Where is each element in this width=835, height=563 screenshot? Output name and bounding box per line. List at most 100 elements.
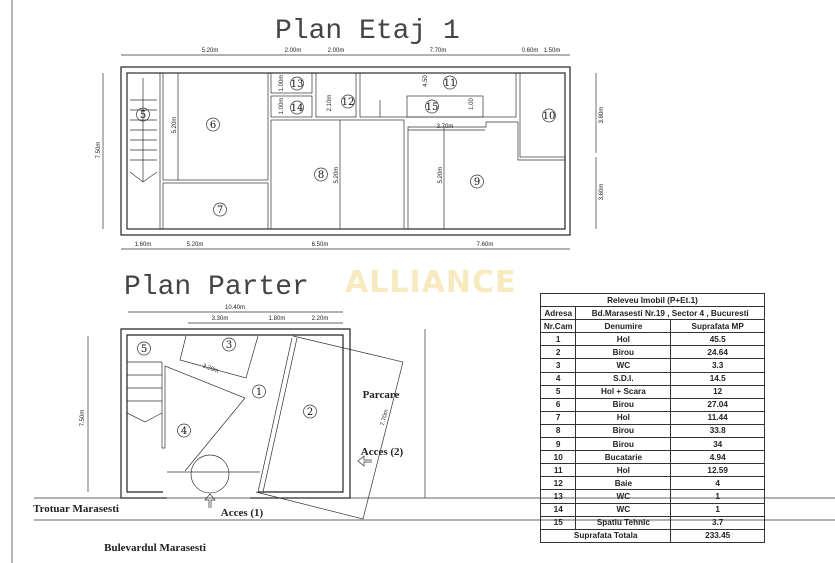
room-name-cell: Birou	[575, 437, 672, 452]
etaj-title: Plan Etaj 1	[275, 16, 460, 47]
etaj-walls	[102, 54, 597, 250]
watermark-logo: ALLIANCE	[345, 265, 516, 300]
address-value: Bd.Marasesti Nr.19 , Sector 4 , Bucurest…	[575, 306, 765, 321]
room-number-circle	[425, 99, 439, 114]
room-number-cell: 8	[539, 423, 577, 439]
room-name-cell: Spatiu Tehnic	[575, 515, 672, 530]
dimension-label: 1.80m	[269, 316, 286, 322]
room-name-cell: Birou	[575, 397, 672, 412]
dimension-label: 0.60m	[522, 48, 539, 54]
room-name-cell: Baie	[575, 476, 672, 491]
room-number-cell: 6	[539, 397, 577, 412]
room-number: 1	[256, 387, 262, 398]
room-number-cell: 15	[539, 515, 577, 530]
room-number: 14	[291, 103, 304, 114]
room-number-circle	[213, 202, 227, 217]
dimension-label: 5.20m	[187, 242, 204, 248]
room-name-cell: WC	[575, 502, 672, 517]
room-number: 2	[307, 407, 313, 418]
dimension-label: 1.00	[469, 98, 475, 110]
room-number-circle	[290, 76, 304, 91]
header-name: Denumire	[575, 319, 672, 334]
room-number-circle	[136, 107, 150, 122]
room-area-cell: 24.64	[670, 345, 765, 360]
room-number-circle	[290, 100, 304, 115]
dimension-label: 3.60m	[599, 184, 605, 201]
room-name-cell: WC	[575, 358, 672, 373]
dimension-label: 3.20m	[201, 363, 219, 374]
room-number: 5	[140, 110, 146, 121]
room-area-cell: 27.04	[670, 397, 765, 412]
dimension-label: 1.50m	[544, 48, 561, 54]
room-number-cell: 12	[539, 476, 577, 491]
room-number-circle	[443, 75, 457, 90]
parter-title: Plan Parter	[124, 272, 309, 303]
room-area-cell: 3.3	[670, 358, 765, 373]
room-number: 9	[474, 177, 480, 188]
access-1-label: Acces (1)	[221, 507, 264, 519]
dimension-label: 6.50m	[312, 242, 329, 248]
room-number-circle	[206, 117, 220, 132]
room-number-cell: 10	[539, 450, 577, 465]
room-area-cell: 11.44	[670, 410, 765, 425]
address-label: Adresa	[539, 306, 577, 321]
dimension-label: 2.00m	[285, 48, 302, 54]
room-number-cell: 5	[539, 384, 577, 399]
room-number-circle	[137, 341, 151, 356]
room-area-cell: 3.7	[670, 515, 765, 530]
room-number-circle	[542, 108, 556, 123]
room-number-circle	[314, 167, 328, 182]
dimension-label: 5.20m	[334, 167, 340, 184]
dimension-label: 2.20m	[312, 316, 329, 322]
room-area-cell: 12	[670, 384, 765, 399]
room-number-cell: 14	[539, 502, 577, 517]
room-number-cell: 3	[539, 358, 577, 373]
room-number: 5	[141, 344, 147, 355]
dimension-label: 1.00m	[279, 75, 285, 92]
room-number-cell: 11	[539, 463, 577, 478]
room-number: 8	[318, 170, 324, 181]
arrow-left-icon	[357, 455, 372, 467]
parking-label: Parcare	[363, 389, 400, 401]
dimension-label: 1.00m	[279, 98, 285, 115]
dimension-label: 3.30m	[212, 316, 229, 322]
dimension-label: 4.50	[423, 75, 429, 87]
dimension-label: 3.70m	[437, 124, 454, 130]
room-name-cell: Hol	[575, 463, 672, 478]
access-2-label: Acces (2)	[361, 446, 404, 458]
room-number-cell: 9	[539, 437, 577, 452]
room-area-cell: 12.59	[670, 463, 765, 478]
room-number: 10	[543, 111, 556, 122]
dimension-label: 2.00m	[328, 48, 345, 54]
room-number-circle	[252, 384, 266, 399]
room-number-cell: 4	[539, 371, 577, 386]
room-area-cell: 1	[670, 502, 765, 517]
spiral-staircase	[190, 454, 230, 494]
header-area: Suprafata MP	[670, 319, 765, 334]
room-number: 11	[444, 78, 457, 89]
room-number: 15	[426, 102, 439, 113]
room-area-cell: 45.5	[670, 332, 765, 347]
dimension-label: 5.20m	[172, 117, 178, 134]
room-area-cell: 4.94	[670, 450, 765, 465]
total-label: Suprafata Totala	[539, 528, 672, 543]
room-name-cell: Hol	[575, 410, 672, 425]
room-number-cell: 7	[539, 410, 577, 425]
room-number: 13	[291, 79, 304, 90]
room-number: 7	[217, 205, 223, 216]
room-name-cell: Bucatarie	[575, 450, 672, 465]
